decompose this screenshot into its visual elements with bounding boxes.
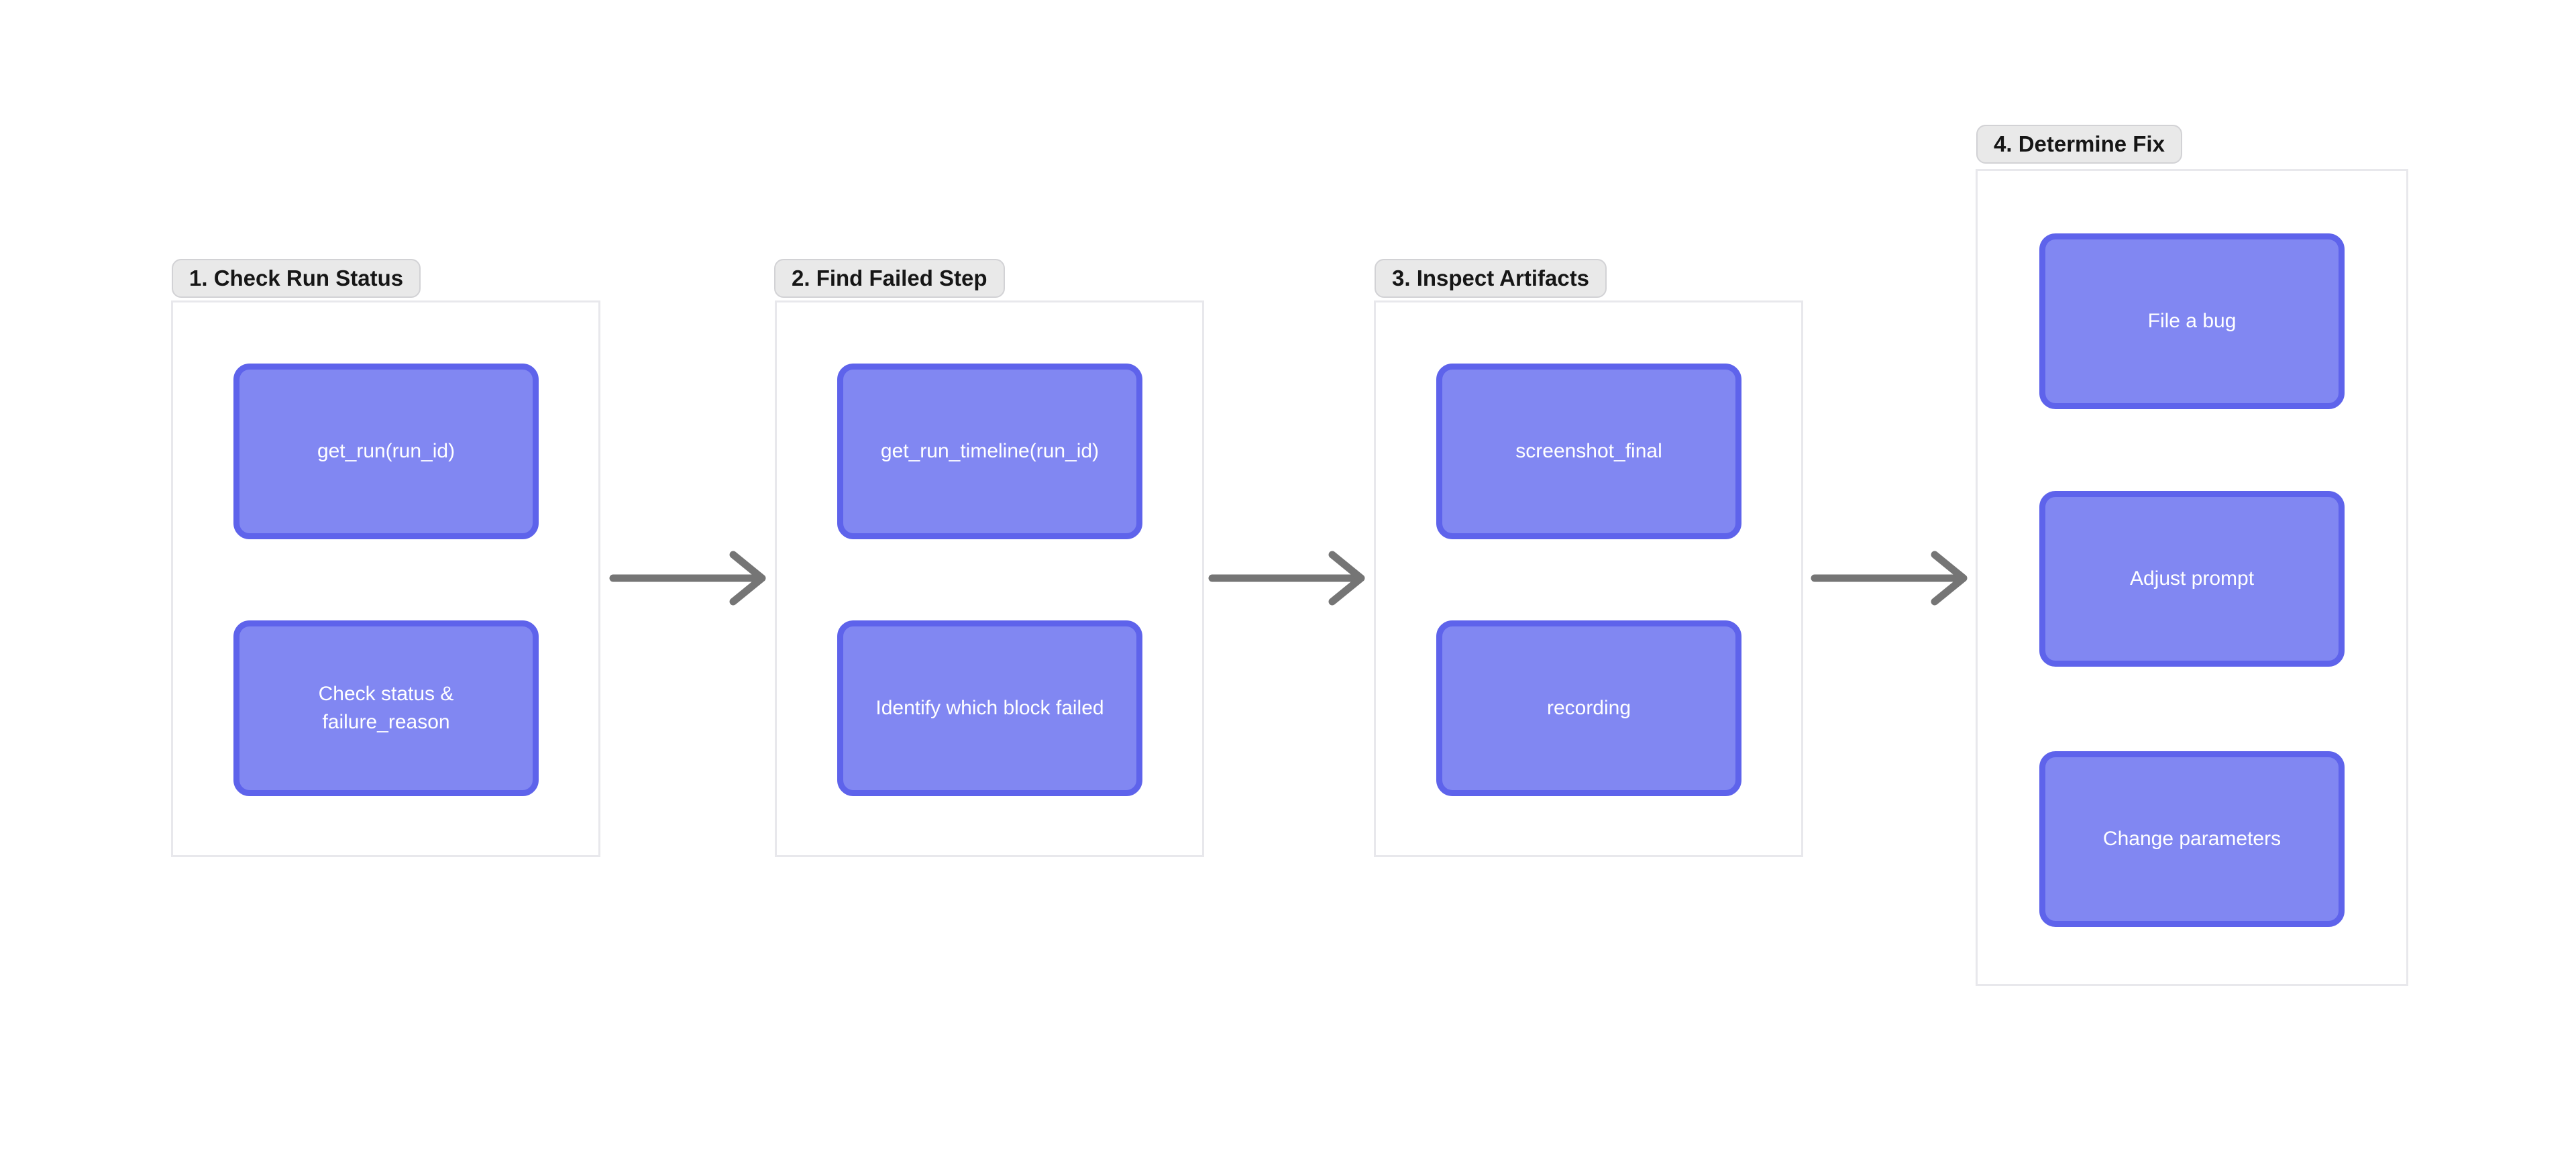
group-container-inspect-artifacts: screenshot_final recording: [1374, 300, 1803, 857]
arrow-right-icon: [609, 551, 766, 606]
arrow-right-icon: [1208, 551, 1365, 606]
group-label-determine-fix: 4. Determine Fix: [1976, 125, 2182, 164]
group-container-determine-fix: File a bug Adjust prompt Change paramete…: [1976, 169, 2408, 986]
arrow-step1-to-step2: [608, 537, 769, 620]
node-label: Identify which block failed: [875, 697, 1104, 719]
group-label-inspect-artifacts: 3. Inspect Artifacts: [1375, 259, 1607, 298]
node-recording[interactable]: recording: [1436, 620, 1741, 796]
node-adjust-prompt[interactable]: Adjust prompt: [2039, 491, 2345, 667]
node-identify-failed-block[interactable]: Identify which block failed: [837, 620, 1142, 796]
node-label: Adjust prompt: [2129, 567, 2255, 590]
group-container-check-run-status: get_run(run_id) Check status & failure_r…: [171, 300, 600, 857]
group-container-find-failed-step: get_run_timeline(run_id) Identify which …: [775, 300, 1204, 857]
node-get-run-timeline[interactable]: get_run_timeline(run_id): [837, 364, 1142, 539]
node-check-status-failure-reason[interactable]: Check status & failure_reason: [233, 620, 539, 796]
node-label: screenshot_final: [1515, 440, 1662, 462]
arrow-right-icon: [1811, 551, 1968, 606]
node-get-run[interactable]: get_run(run_id): [233, 364, 539, 539]
node-label: Change parameters: [2102, 828, 2282, 850]
group-label-find-failed-step: 2. Find Failed Step: [774, 259, 1005, 298]
node-change-parameters[interactable]: Change parameters: [2039, 751, 2345, 927]
node-label: recording: [1546, 697, 1631, 719]
node-label: Check status & failure_reason: [318, 683, 454, 733]
node-label: get_run_timeline(run_id): [880, 440, 1099, 462]
arrow-step3-to-step4: [1810, 537, 1971, 620]
group-label-check-run-status: 1. Check Run Status: [172, 259, 421, 298]
node-label: get_run(run_id): [317, 440, 455, 462]
arrow-step2-to-step3: [1208, 537, 1368, 620]
node-file-a-bug[interactable]: File a bug: [2039, 233, 2345, 409]
node-screenshot-final[interactable]: screenshot_final: [1436, 364, 1741, 539]
node-label: File a bug: [2147, 310, 2237, 332]
